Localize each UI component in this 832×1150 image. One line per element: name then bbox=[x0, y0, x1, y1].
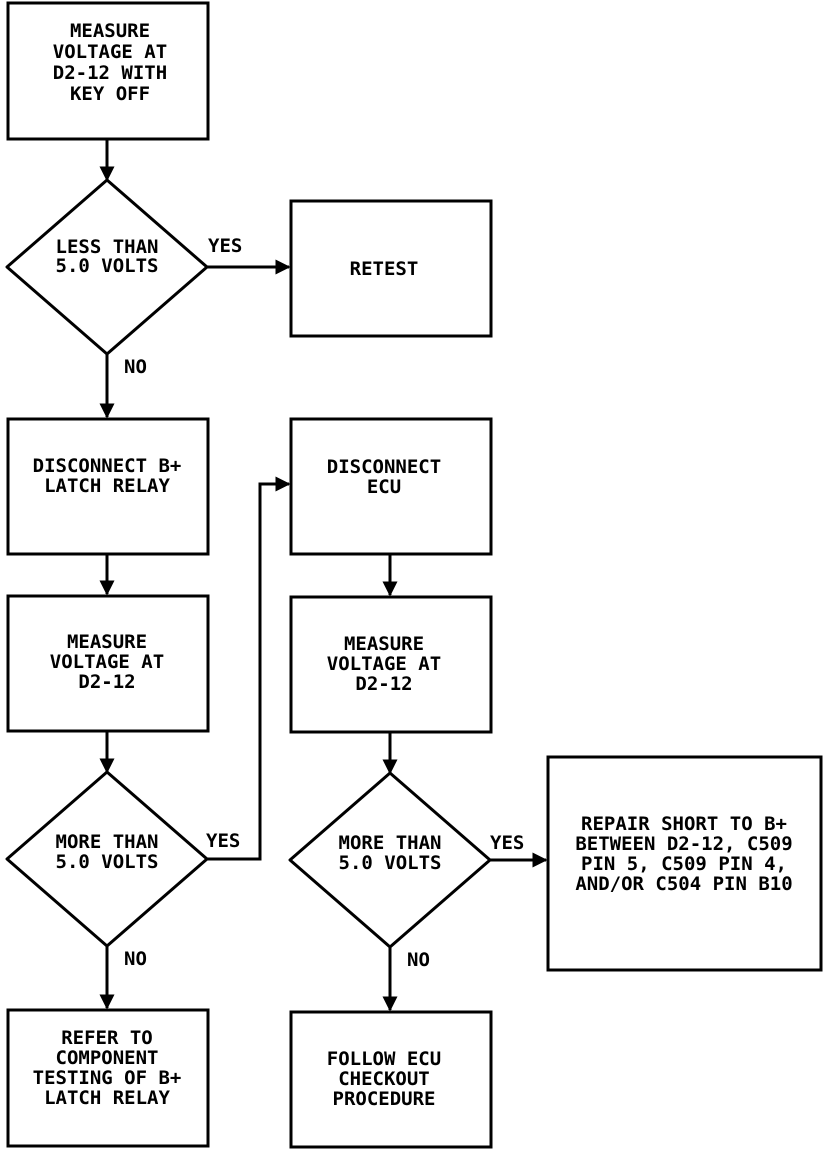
node-retest: RETEST bbox=[289, 199, 493, 338]
node-text-line: TESTING OF B+ bbox=[33, 1067, 182, 1089]
edge-label-yes: YES bbox=[490, 832, 524, 854]
process-box bbox=[6, 1, 210, 141]
edge-more-than-5v-1-to-disconnect-ecu bbox=[207, 476, 291, 861]
node-text-line: KEY OFF bbox=[70, 83, 150, 105]
process-box bbox=[289, 1010, 493, 1149]
node-text-line: 5.0 VOLTS bbox=[339, 852, 442, 874]
node-text-line: DISCONNECT bbox=[327, 456, 441, 478]
edge-label-yes: YES bbox=[208, 235, 242, 257]
node-text-line: CHECKOUT bbox=[338, 1068, 430, 1090]
node-text-line: PIN 5, C509 PIN 4, bbox=[581, 853, 787, 875]
process-box bbox=[6, 1008, 210, 1148]
decision-diamond bbox=[5, 770, 209, 948]
process-box bbox=[6, 594, 210, 733]
label-layer: YES NO YES NO YES NO bbox=[124, 235, 524, 971]
node-text-line: ECU bbox=[367, 476, 401, 498]
node-text-line: VOLTAGE AT bbox=[50, 651, 164, 673]
node-text-line: PROCEDURE bbox=[333, 1088, 436, 1110]
node-text-line: MEASURE bbox=[344, 633, 424, 655]
node-text-line: COMPONENT bbox=[56, 1047, 159, 1069]
node-text-line: AND/OR C504 PIN B10 bbox=[575, 873, 792, 895]
node-text-line: VOLTAGE AT bbox=[327, 653, 441, 675]
node-text-line: LATCH RELAY bbox=[44, 1087, 170, 1109]
process-box bbox=[289, 199, 493, 338]
node-text-line: LESS THAN bbox=[56, 236, 159, 258]
edge-label-no: NO bbox=[124, 356, 147, 378]
node-text-line: BETWEEN D2-12, C509 bbox=[575, 833, 792, 855]
node-text-line: D2-12 bbox=[78, 671, 135, 693]
node-text-line: D2-12 bbox=[355, 673, 412, 695]
node-text-line: REFER TO bbox=[61, 1027, 153, 1049]
node-text-line: MEASURE bbox=[67, 631, 147, 653]
node-text-line: LATCH RELAY bbox=[44, 475, 170, 497]
node-text-line: DISCONNECT B+ bbox=[33, 455, 182, 477]
decision-diamond bbox=[5, 178, 209, 356]
edge-layer bbox=[99, 139, 548, 1012]
node-text-line: MORE THAN bbox=[339, 832, 442, 854]
node-text-line: 5.0 VOLTS bbox=[56, 851, 159, 873]
node-text-line: MORE THAN bbox=[56, 831, 159, 853]
node-text-line: MEASURE bbox=[70, 20, 150, 42]
decision-diamond bbox=[288, 771, 492, 949]
node-text-line: FOLLOW ECU bbox=[327, 1048, 441, 1070]
process-box bbox=[6, 417, 210, 556]
node-text-line: RETEST bbox=[350, 258, 419, 280]
node-text-line: VOLTAGE AT bbox=[53, 41, 167, 63]
node-text-line: REPAIR SHORT TO B+ bbox=[581, 813, 787, 835]
node-repair-short: REPAIR SHORT TO B+BETWEEN D2-12, C509PIN… bbox=[546, 755, 823, 972]
process-box bbox=[546, 755, 823, 972]
node-text-line: 5.0 VOLTS bbox=[56, 255, 159, 277]
process-box bbox=[289, 595, 493, 734]
edge-label-no: NO bbox=[407, 949, 430, 971]
process-box bbox=[289, 417, 493, 556]
edge-label-no: NO bbox=[124, 948, 147, 970]
edge-label-yes: YES bbox=[206, 830, 240, 852]
node-text-line: D2-12 WITH bbox=[53, 62, 167, 84]
node-disconnect-relay: DISCONNECT B+LATCH RELAY bbox=[6, 417, 210, 556]
